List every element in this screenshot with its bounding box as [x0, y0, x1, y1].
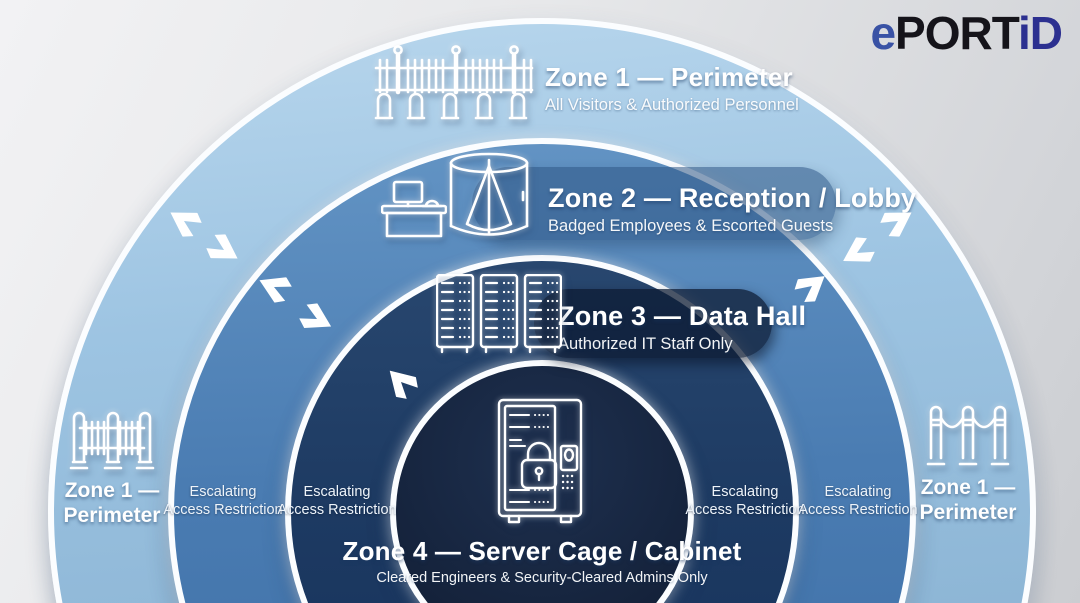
zone4-label-block: Zone 4 — Server Cage / Cabinet Cleared E… [342, 536, 742, 586]
zone2-title: Zone 2 — Reception / Lobby [548, 183, 917, 213]
escalating-line2: Access Restriction [163, 502, 283, 519]
right-zone1-line2: Perimeter [919, 501, 1017, 525]
escalating-label-right-outer: Escalating Access Restriction [792, 483, 924, 519]
escalating-label-left-outer: Escalating Access Restriction [157, 483, 289, 519]
logo-id: iD [1018, 7, 1063, 59]
zone3-label-pill [534, 289, 772, 358]
escalating-line2: Access Restriction [277, 502, 397, 519]
escalating-line1: Escalating [303, 484, 371, 500]
right-zone1-line1: Zone 1 — [920, 476, 1016, 499]
zone3-title: Zone 3 — Data Hall [558, 301, 807, 331]
zone2-label-block: Zone 2 — Reception / Lobby Badged Employ… [548, 183, 916, 236]
revolving-door-icon [447, 150, 531, 242]
zone1-subtitle: All Visitors & Authorized Personnel [545, 96, 799, 114]
left-zone1-side-label: Zone 1 — Perimeter [52, 478, 172, 528]
zone4-title: Zone 4 — Server Cage / Cabinet [342, 536, 742, 566]
zone1-title: Zone 1 — Perimeter [545, 62, 793, 92]
escalating-label-right-inner: Escalating Access Restriction [679, 483, 811, 519]
right-zone1-side-label: Zone 1 — Perimeter [908, 475, 1028, 525]
left-zone1-line2: Perimeter [63, 504, 161, 528]
logo-e: e [870, 7, 896, 59]
zone2-subtitle: Badged Employees & Escorted Guests [548, 217, 834, 235]
server-racks-icon [436, 274, 562, 356]
escalating-line1: Escalating [824, 484, 892, 500]
escalating-line2: Access Restriction [798, 502, 918, 519]
escalating-label-left-inner: Escalating Access Restriction [271, 483, 403, 519]
escalating-line1: Escalating [189, 484, 257, 500]
logo-port: PORT [895, 7, 1019, 59]
zone3-label-block: Zone 3 — Data Hall Authorized IT Staff O… [558, 301, 806, 354]
zone2-label-pill [472, 167, 836, 240]
escalating-line1: Escalating [711, 484, 779, 500]
reception-desk-icon [381, 176, 447, 238]
picket-fence-icon [68, 400, 156, 472]
brand-logo: ePORTiD [870, 7, 1063, 59]
perimeter-fence-icon [374, 44, 534, 122]
zone4-subtitle: Cleared Engineers & Security-Cleared Adm… [376, 570, 708, 586]
escalating-line2: Access Restriction [685, 502, 805, 519]
server-cabinet-lock-icon [495, 396, 589, 528]
left-zone1-line1: Zone 1 — [64, 479, 160, 502]
zone3-subtitle: Authorized IT Staff Only [558, 335, 733, 353]
zone1-label-block: Zone 1 — Perimeter All Visitors & Author… [545, 62, 799, 115]
stanchion-barrier-icon [922, 398, 1014, 472]
